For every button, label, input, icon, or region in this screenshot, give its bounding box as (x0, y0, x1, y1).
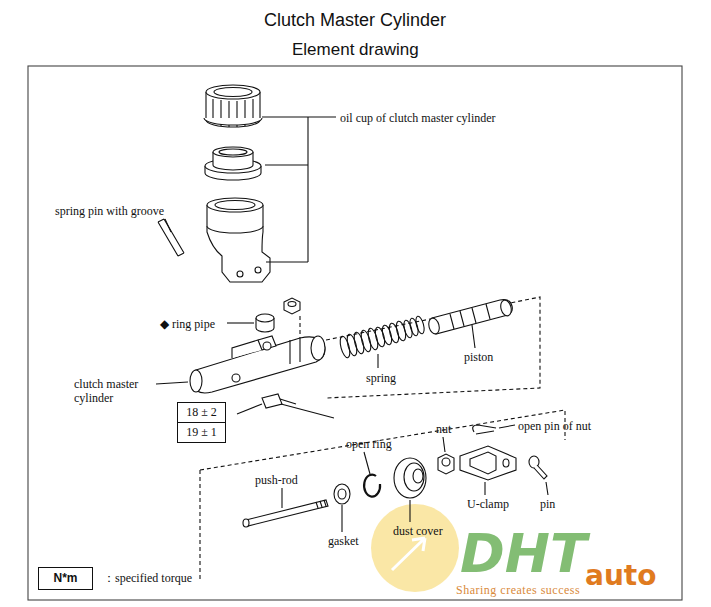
leader-line (443, 437, 445, 452)
open-ring (364, 475, 380, 497)
subtitle: Element drawing (292, 39, 419, 60)
frame (28, 66, 682, 600)
part-label: dust cover (393, 524, 443, 538)
leader-line (377, 354, 378, 368)
watermark: DHT (460, 524, 587, 584)
watermark: Sharing creates success (456, 583, 580, 597)
push-rod (243, 500, 328, 527)
leader-line (499, 425, 515, 428)
dust-cover (394, 458, 426, 498)
leader-line (227, 322, 254, 323)
pipe-fitting (237, 394, 334, 418)
gasket (334, 484, 350, 504)
rod-nut (438, 454, 454, 474)
diagram-title: Clutch Master Cylinder (264, 9, 446, 31)
leader-line (546, 482, 548, 495)
reservoir-cap (204, 85, 262, 127)
watermark-arrow (392, 538, 425, 570)
leader-line (472, 325, 475, 348)
leader-line (281, 488, 282, 508)
clevis-pin (529, 456, 547, 479)
torque-box: 18 ± 219 ± 1 (177, 402, 226, 443)
spring (338, 315, 425, 358)
part-label: pin (540, 497, 555, 511)
watermark: auto (585, 560, 656, 592)
part-label: ◆ ring pipe (160, 317, 215, 331)
open-pin (473, 425, 496, 434)
part-label: spring (366, 371, 396, 385)
leader-line (364, 452, 370, 474)
small-nut (288, 302, 296, 307)
small-nut (284, 298, 300, 314)
part-label: open ring (346, 437, 392, 451)
part-label: open pin of nut (518, 419, 591, 433)
cylinder-body (190, 336, 325, 393)
legend-note: ：specified torque (103, 571, 192, 585)
part-label: clutch master cylinder (74, 377, 154, 405)
part-label: U-clamp (467, 497, 509, 511)
leader-line (156, 382, 188, 384)
box-text: 19 ± 1 (178, 423, 225, 442)
dashed-guide (326, 297, 540, 398)
part-label: nut (436, 422, 451, 436)
part-label: oil cup of clutch master cylinder (340, 111, 496, 125)
leader-line (165, 219, 171, 232)
piston (427, 299, 513, 335)
u-clamp (460, 446, 516, 480)
reservoir-seal (205, 147, 261, 180)
spring-pin (158, 219, 184, 256)
leader-line (262, 117, 336, 262)
box-text: N*m (39, 568, 92, 589)
leader-line (409, 500, 410, 522)
part-label: push-rod (255, 473, 298, 487)
reservoir-body (207, 198, 270, 282)
part-label: spring pin with groove (55, 204, 164, 218)
part-label: gasket (328, 534, 359, 548)
leader-line (341, 505, 342, 532)
part-label: piston (464, 350, 493, 364)
unit-box: N*m (38, 567, 93, 590)
watermark-logo (371, 504, 459, 592)
ring-pipe (256, 314, 274, 322)
leader-line (484, 482, 485, 495)
box-text: 18 ± 2 (178, 403, 225, 423)
